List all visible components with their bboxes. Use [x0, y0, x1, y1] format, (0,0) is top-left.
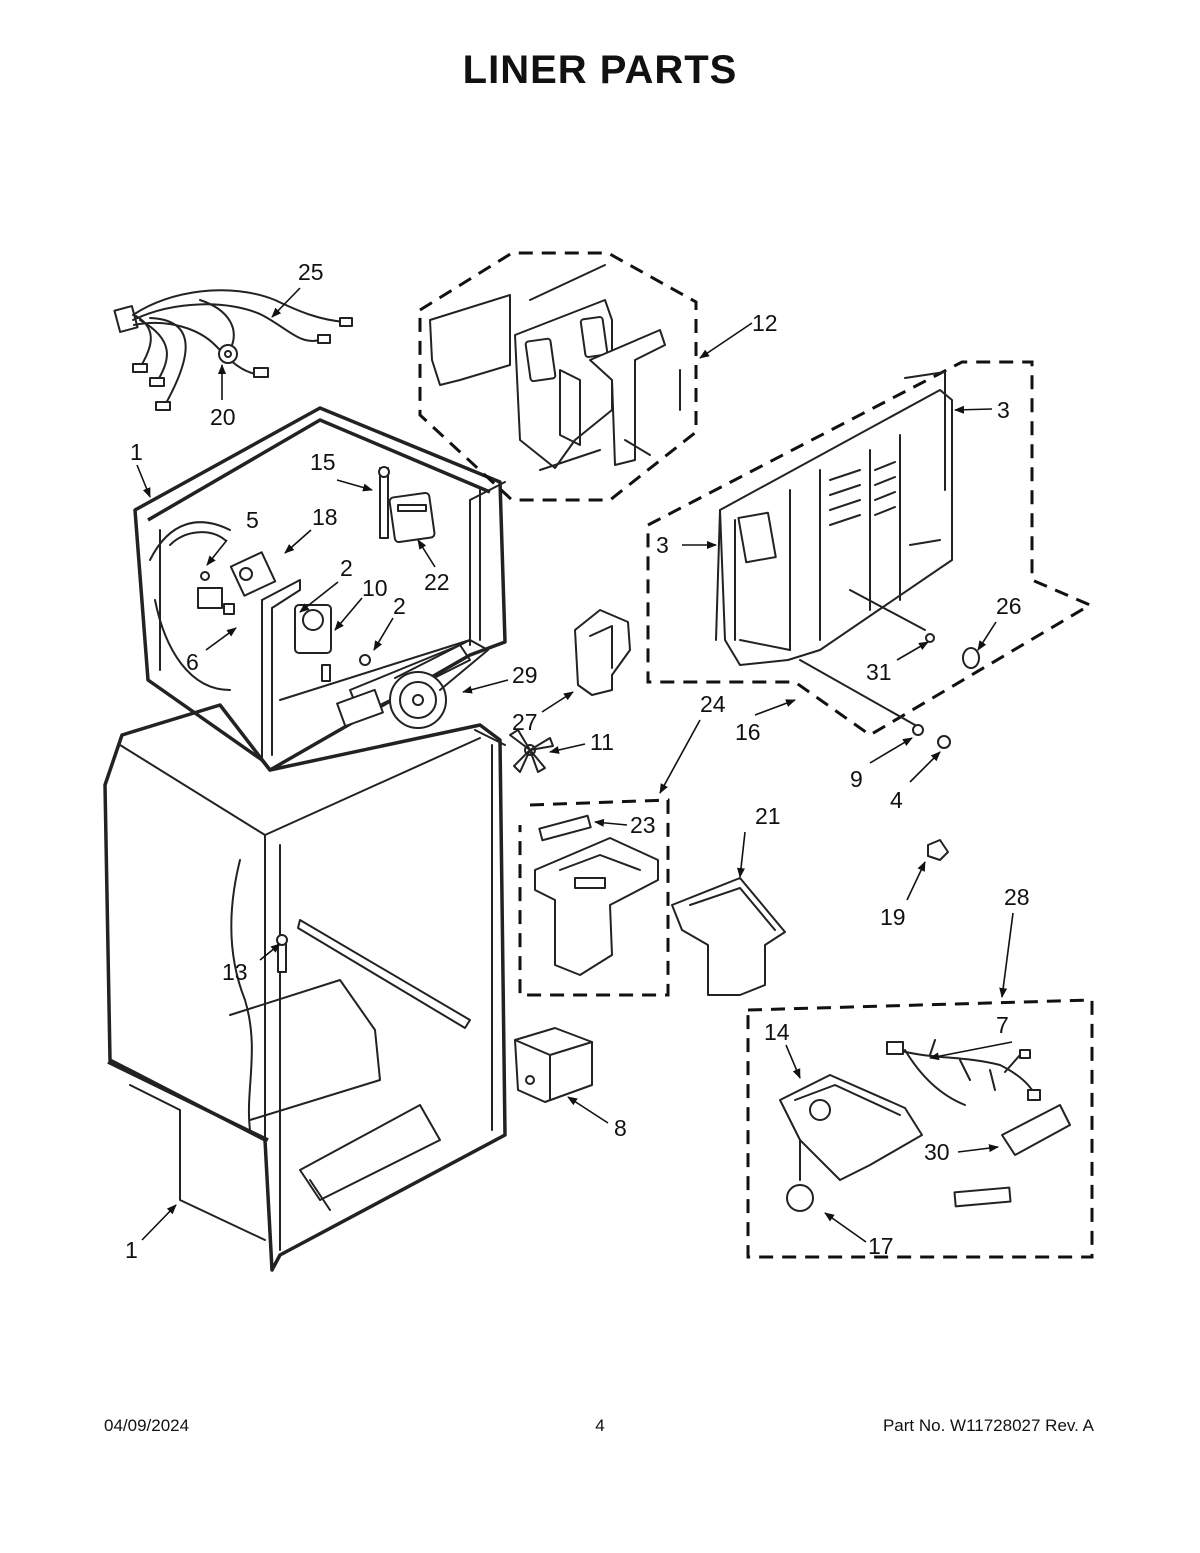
defrost-parts-drawing [197, 466, 489, 729]
part-27-drawing [574, 609, 631, 696]
wire-harness-drawing [113, 289, 353, 411]
group-28-drawing [746, 998, 1094, 1259]
fan-blade-drawing [474, 729, 554, 773]
callout-28: 28 [1004, 884, 1030, 910]
callout-21: 21 [755, 803, 781, 829]
callout-27: 27 [512, 709, 538, 735]
callout-2-a: 2 [340, 555, 353, 581]
callout-22: 22 [424, 569, 450, 595]
callout-2-b: 2 [393, 593, 406, 619]
callout-18: 18 [312, 504, 338, 530]
part-21-drawing [671, 877, 786, 996]
footer-date: 04/09/2024 [104, 1416, 190, 1435]
callout-10: 10 [362, 575, 388, 601]
callout-14: 14 [764, 1019, 790, 1045]
callout-16: 16 [735, 719, 761, 745]
callout-1-lower: 1 [125, 1237, 138, 1263]
callout-3-left: 3 [656, 532, 669, 558]
footer-part-number: Part No. W11728027 Rev. A [882, 1416, 1094, 1435]
callout-5: 5 [246, 507, 259, 533]
callout-25: 25 [298, 259, 324, 285]
callout-12: 12 [752, 310, 778, 336]
part-19-drawing [927, 839, 949, 861]
callout-29: 29 [512, 662, 538, 688]
callout-6: 6 [186, 649, 199, 675]
callout-23: 23 [630, 812, 656, 838]
freezer-liner-drawing [133, 406, 507, 772]
callout-24: 24 [700, 691, 726, 717]
refrigerator-liner-drawing [103, 703, 507, 1272]
callout-9: 9 [850, 766, 863, 792]
callout-3-right: 3 [997, 397, 1010, 423]
callout-13: 13 [222, 959, 248, 985]
group-24-drawing [518, 798, 670, 997]
leader-lines [136, 287, 1014, 1243]
callout-11: 11 [590, 729, 614, 755]
callout-30: 30 [924, 1139, 950, 1165]
group-16-drawing [646, 360, 1094, 749]
callout-1-upper: 1 [130, 439, 143, 465]
callout-17: 17 [868, 1233, 894, 1259]
group-12-drawing [418, 251, 698, 502]
page-title: LINER PARTS [462, 48, 738, 92]
callout-15: 15 [310, 449, 336, 475]
callout-8: 8 [614, 1115, 627, 1141]
callout-19: 19 [880, 904, 906, 930]
callouts: 25 20 1 15 5 18 22 2 10 2 6 29 27 11 24 … [125, 259, 1030, 1263]
callout-4: 4 [890, 787, 903, 813]
callout-20: 20 [210, 404, 236, 430]
part-8-drawing [514, 1027, 593, 1103]
callout-26: 26 [996, 593, 1022, 619]
callout-31: 31 [866, 659, 892, 685]
footer-page-number: 4 [595, 1416, 605, 1435]
callout-7: 7 [996, 1012, 1009, 1038]
